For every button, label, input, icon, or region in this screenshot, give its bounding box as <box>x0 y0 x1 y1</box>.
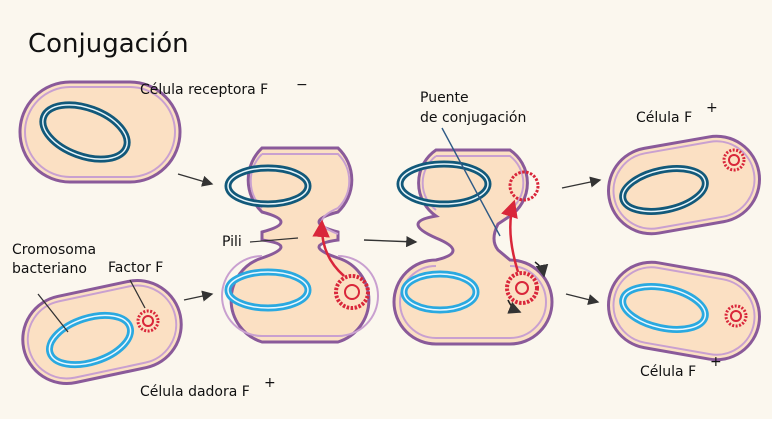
pili-label: Pili <box>222 234 242 250</box>
bridge-label-line1: Puente <box>420 90 469 106</box>
bridge-label-line2: de conjugación <box>420 110 526 126</box>
recipient-sign: − <box>296 77 308 93</box>
donor-label: Célula dadora F <box>140 384 250 400</box>
result-bottom-label: Célula F <box>640 364 696 380</box>
arrow-recipient-to-pair <box>178 174 212 184</box>
diagram-title: Conjugación <box>28 29 189 59</box>
arrow-pair-to-bridge <box>364 240 416 242</box>
donor-sign: + <box>264 375 276 391</box>
chromosome-label-line2: bacteriano <box>12 261 87 277</box>
arrow-to-bottom-result <box>566 294 598 302</box>
result-top-sign: + <box>706 100 718 116</box>
result-bottom-sign: + <box>710 354 722 370</box>
chromosome-label-line1: Cromosoma <box>12 242 96 258</box>
result-cell-top <box>602 129 767 240</box>
pili-contact-pair <box>222 148 378 342</box>
conjugation-bridge-pair <box>394 150 552 344</box>
donor-cell <box>15 272 190 391</box>
factor-f-label: Factor F <box>108 260 163 276</box>
result-cell-bottom <box>602 255 767 366</box>
recipient-label: Célula receptora F <box>140 82 268 98</box>
result-top-label: Célula F <box>636 110 692 126</box>
arrow-donor-to-pair <box>184 294 212 300</box>
arrow-to-top-result <box>562 180 600 188</box>
